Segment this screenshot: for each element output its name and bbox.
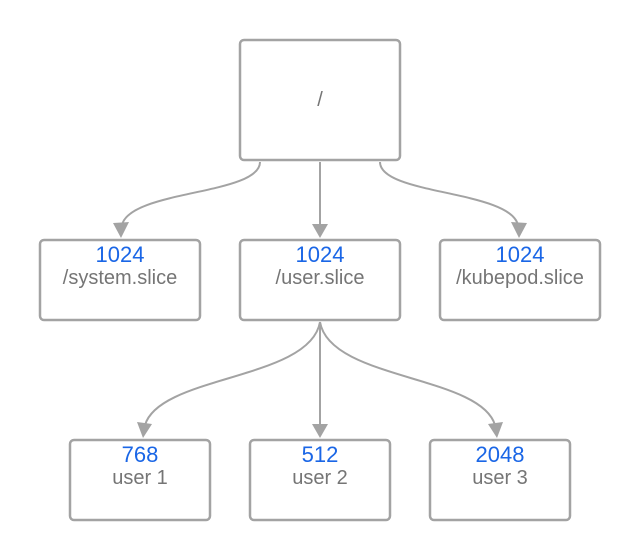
root-node-label: / (317, 89, 323, 111)
node-user-1-value: 768 (122, 442, 159, 467)
arrowhead-user-slice (312, 224, 328, 238)
node-user-1-label: user 1 (112, 467, 168, 489)
arrowhead-user-3 (488, 422, 503, 438)
root-node-box (238, 38, 402, 162)
node-user-slice: 1024 /user.slice (238, 238, 402, 322)
edge-root-to-system-slice (121, 161, 261, 226)
arrowhead-kubepod-slice (511, 222, 527, 238)
edge-user-slice-to-user-3 (319, 321, 496, 426)
node-system-slice-label: /system.slice (63, 267, 177, 289)
user-slice-edges (137, 321, 503, 438)
node-user-2-label: user 2 (292, 467, 348, 489)
node-user-2-box (248, 438, 392, 522)
arrowhead-user-2 (312, 424, 328, 438)
node-user-slice-value: 1024 (296, 242, 345, 267)
root-edges (113, 161, 527, 238)
node-user-3-box (428, 438, 572, 522)
node-user-slice-label: /user.slice (276, 267, 365, 289)
node-user-1-box (68, 438, 212, 522)
node-kubepod-slice: 1024 /kubepod.slice (438, 238, 602, 322)
edge-user-slice-to-user-1 (144, 321, 321, 426)
node-system-slice-box (38, 238, 202, 322)
node-user-3: 2048 user 3 (428, 438, 572, 522)
node-user-2-value: 512 (302, 442, 339, 467)
root-node: / (238, 38, 402, 162)
node-kubepod-slice-label: /kubepod.slice (456, 267, 584, 289)
node-kubepod-slice-value: 1024 (496, 242, 545, 267)
edge-root-to-kubepod-slice (379, 161, 519, 226)
arrowhead-user-1 (137, 422, 152, 438)
node-user-2: 512 user 2 (248, 438, 392, 522)
node-user-slice-box (238, 238, 402, 322)
node-kubepod-slice-box (438, 238, 602, 322)
node-user-3-label: user 3 (472, 467, 528, 489)
node-user-3-value: 2048 (476, 442, 525, 467)
node-system-slice-value: 1024 (96, 242, 145, 267)
node-system-slice: 1024 /system.slice (38, 238, 202, 322)
node-user-1: 768 user 1 (68, 438, 212, 522)
arrowhead-system-slice (113, 222, 129, 238)
